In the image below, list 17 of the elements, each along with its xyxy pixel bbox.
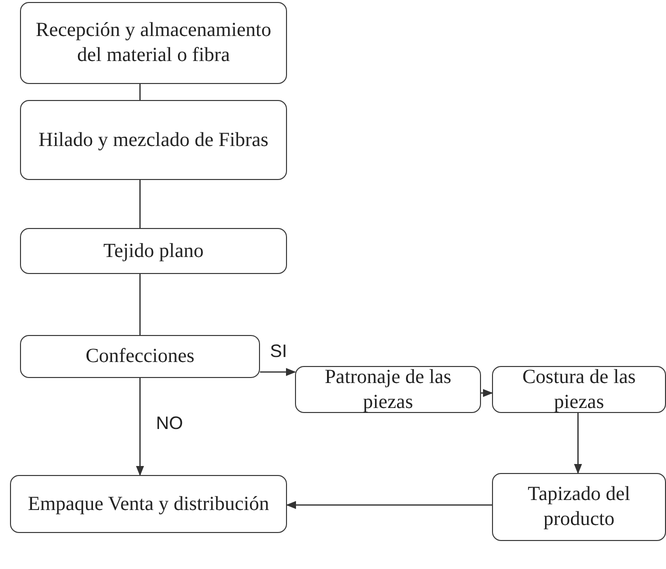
arrow xyxy=(136,378,144,476)
process-box: Tapizado del producto xyxy=(492,473,666,541)
arrow xyxy=(574,413,582,474)
process-box: Patronaje de las piezas xyxy=(295,366,481,413)
process-box: Confecciones xyxy=(20,335,260,378)
connector-line xyxy=(139,274,141,335)
arrow xyxy=(481,389,493,397)
connector-line xyxy=(139,84,141,100)
arrow xyxy=(260,368,296,376)
process-box: Tejido plano xyxy=(20,228,287,274)
process-box: Empaque Venta y distribución xyxy=(10,475,287,533)
edge-label: NO xyxy=(154,414,185,432)
process-box: Costura de las piezas xyxy=(492,366,666,413)
process-box: Recepción y almacenamiento del material o fibra xyxy=(20,2,287,84)
arrow xyxy=(286,501,492,509)
connector-line xyxy=(139,180,141,228)
process-box: Hilado y mezclado de Fibras xyxy=(20,100,287,180)
